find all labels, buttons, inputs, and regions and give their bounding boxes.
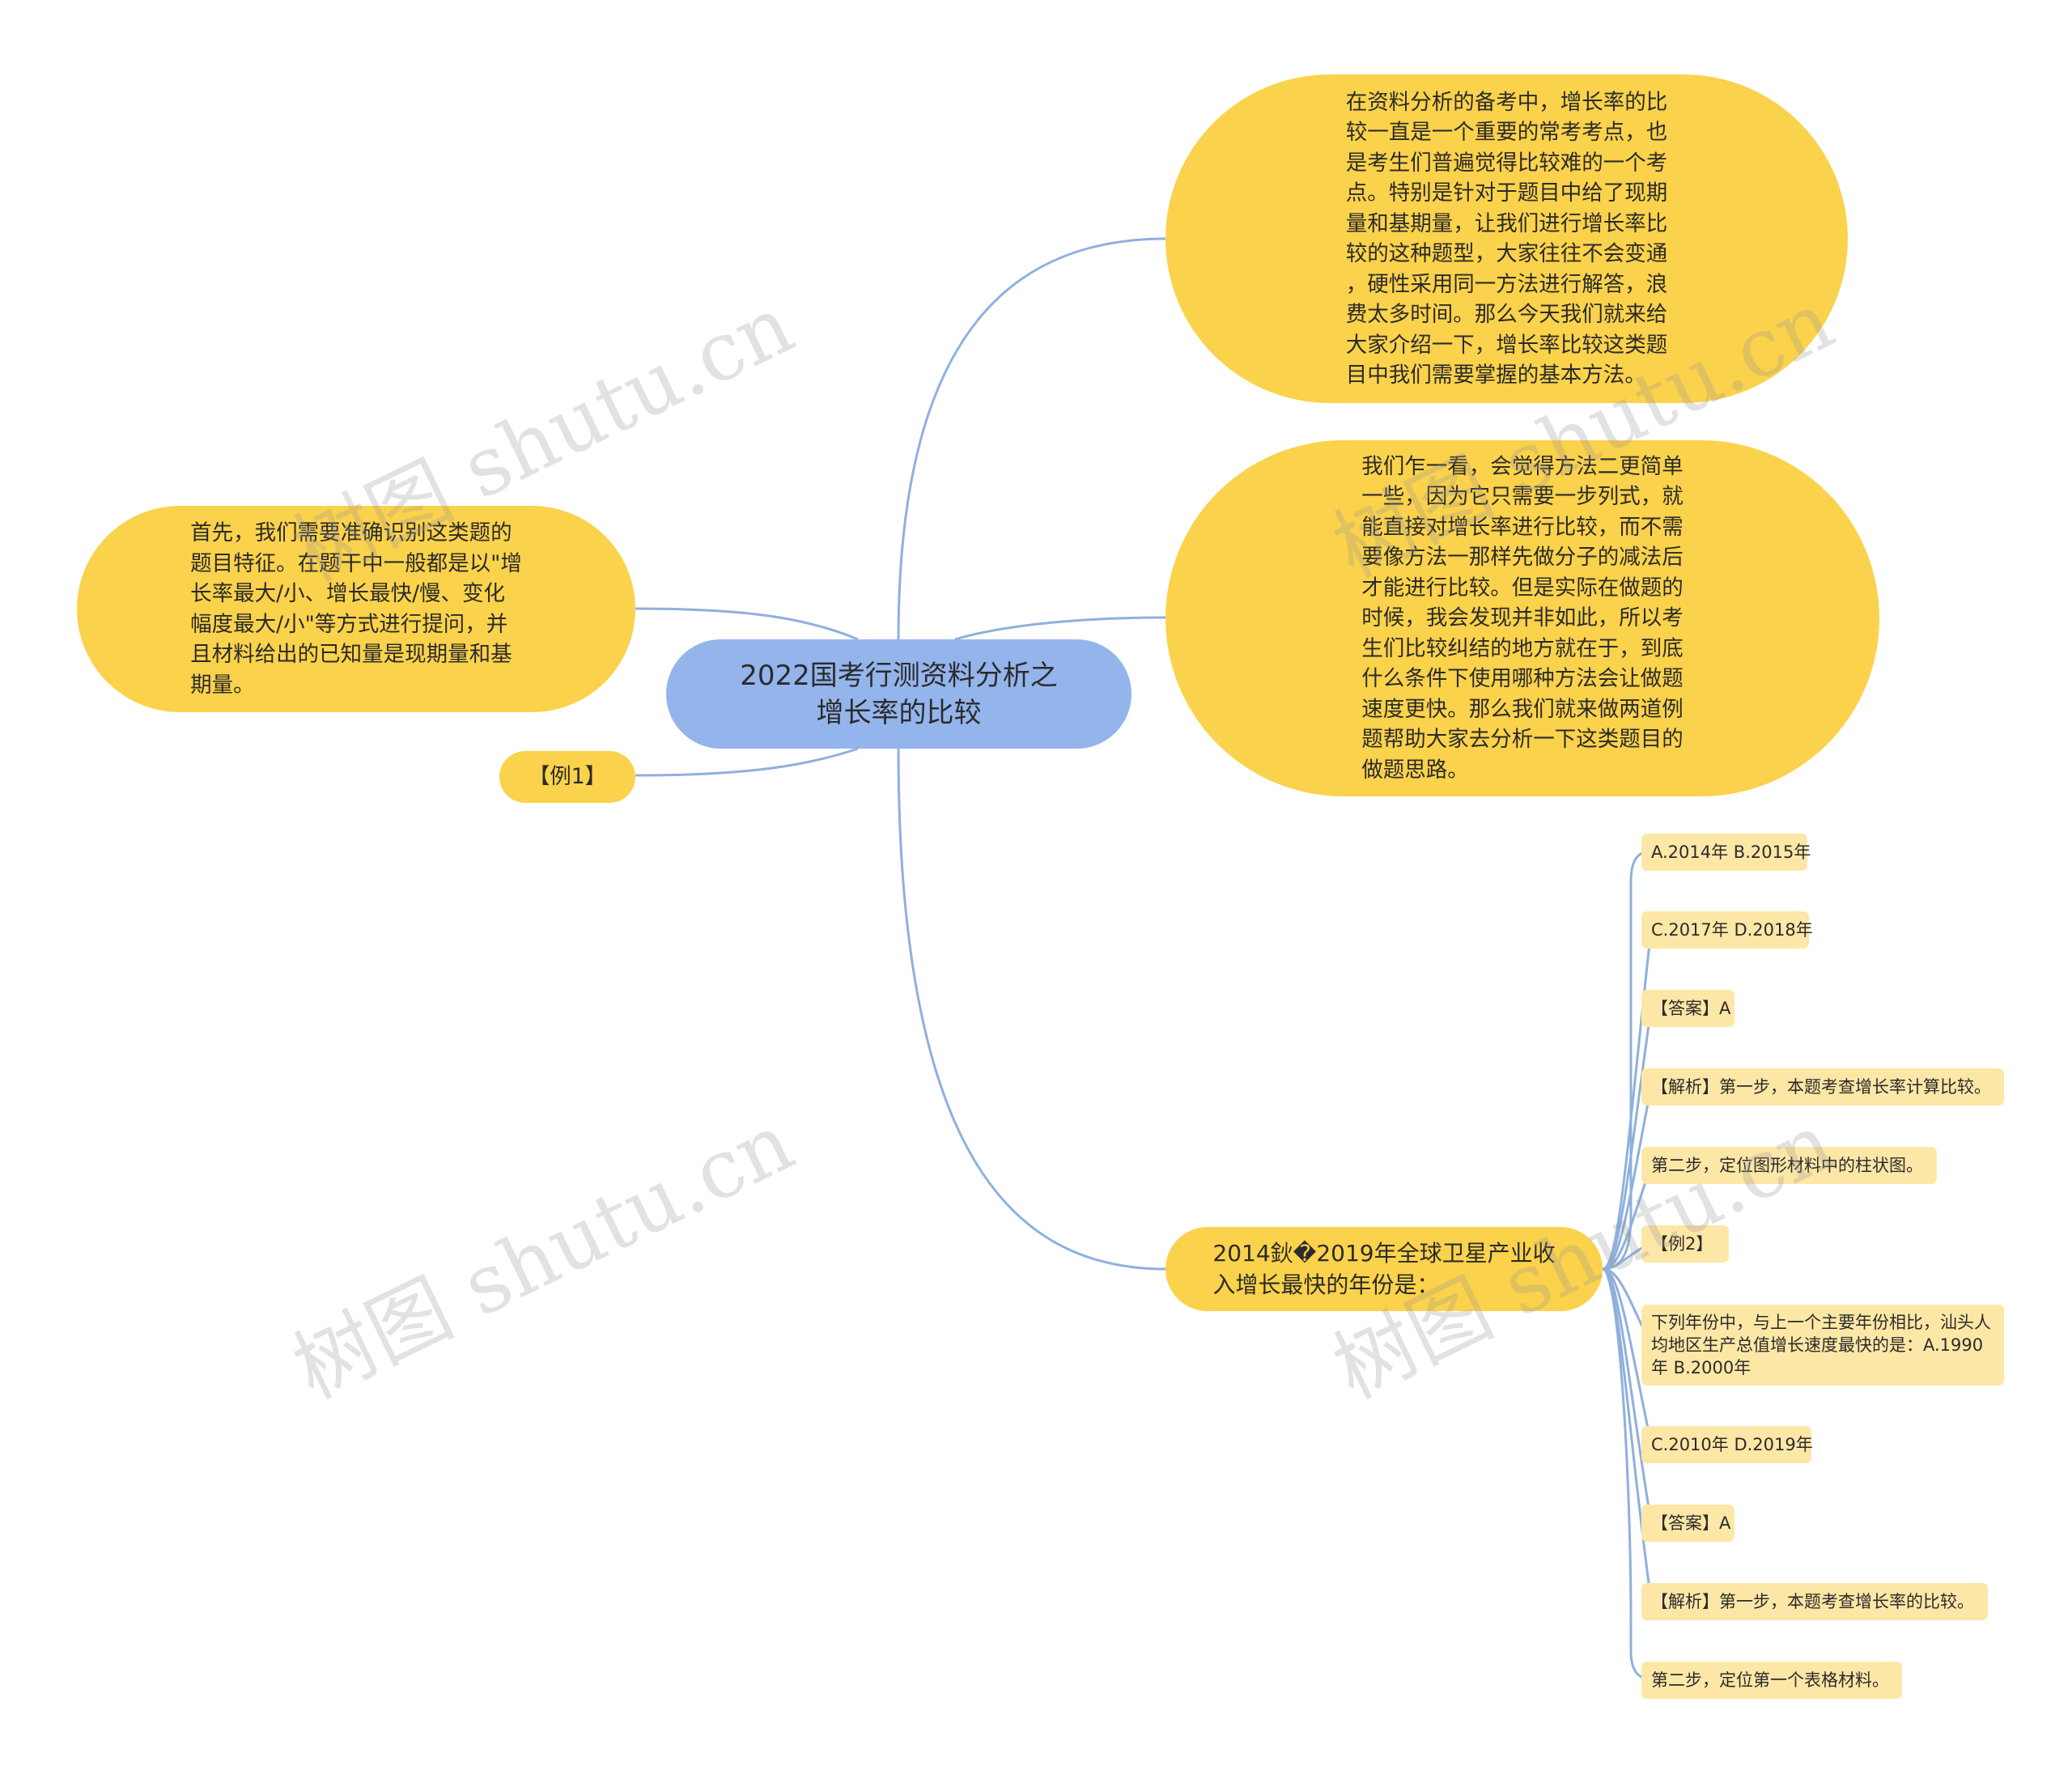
central-topic[interactable]: 2022国考行测资料分析之 增长率的比较 bbox=[666, 639, 1132, 749]
leaf-text: C.2017年 D.2018年 bbox=[1651, 920, 1813, 940]
branch-intro-text: 在资料分析的备考中，增长率的比 较一直是一个重要的常考考点，也 是考生们普遍觉得… bbox=[1345, 89, 1668, 388]
branch-question-features[interactable]: 首先，我们需要准确识别这类题的 题目特征。在题干中一般都是以"增 长率最大/小、… bbox=[77, 506, 635, 712]
leaf-text: 【例2】 bbox=[1651, 1234, 1713, 1254]
branch-example-1-label: 【例1】 bbox=[528, 764, 607, 790]
branch-features-text: 首先，我们需要准确识别这类题的 题目特征。在题干中一般都是以"增 长率最大/小、… bbox=[190, 520, 522, 698]
leaf-text: 【答案】A bbox=[1651, 999, 1731, 1018]
leaf-text: C.2010年 D.2019年 bbox=[1651, 1435, 1813, 1454]
leaf-answer-2[interactable]: 【答案】A bbox=[1641, 1505, 1734, 1542]
leaf-answer-1[interactable]: 【答案】A bbox=[1641, 990, 1734, 1027]
leaf-analysis-step1-1[interactable]: 【解析】第一步，本题考查增长率计算比较。 bbox=[1641, 1068, 2004, 1106]
branch-method-discussion[interactable]: 我们乍一看，会觉得方法二更简单 一些，因为它只需要一步列式，就 能直接对增长率进… bbox=[1166, 440, 1879, 796]
leaf-analysis-step2-1[interactable]: 第二步，定位图形材料中的柱状图。 bbox=[1641, 1147, 1937, 1184]
branch-question-text: 2014鈥�2019年全球卫星产业收 入增长最快的年份是： bbox=[1212, 1240, 1556, 1298]
leaf-analysis-step1-2[interactable]: 【解析】第一步，本题考查增长率的比较。 bbox=[1641, 1583, 1988, 1620]
leaf-text: 【答案】A bbox=[1651, 1513, 1731, 1533]
leaf-text: 【解析】第一步，本题考查增长率计算比较。 bbox=[1651, 1077, 1991, 1097]
central-topic-label: 2022国考行测资料分析之 增长率的比较 bbox=[740, 659, 1058, 729]
branch-method-text: 我们乍一看，会觉得方法二更简单 一些，因为它只需要一步列式，就 能直接对增长率进… bbox=[1361, 453, 1684, 783]
branch-intro[interactable]: 在资料分析的备考中，增长率的比 较一直是一个重要的常考考点，也 是考生们普遍觉得… bbox=[1166, 74, 1848, 403]
leaf-text: A.2014年 B.2015年 bbox=[1651, 843, 1811, 862]
branch-example-1[interactable]: 【例1】 bbox=[499, 751, 635, 803]
leaf-analysis-step2-2[interactable]: 第二步，定位第一个表格材料。 bbox=[1641, 1662, 1902, 1699]
leaf-text: 第二步，定位第一个表格材料。 bbox=[1651, 1670, 1889, 1690]
leaf-option-cd-1[interactable]: C.2017年 D.2018年 bbox=[1641, 911, 1813, 949]
leaf-text: 下列年份中，与上一个主要年份相比，汕头人 均地区生产总值增长速度最快的是：A.1… bbox=[1651, 1313, 1991, 1377]
leaf-text: 第二步，定位图形材料中的柱状图。 bbox=[1651, 1156, 1923, 1175]
leaf-option-cd-2[interactable]: C.2010年 D.2019年 bbox=[1641, 1426, 1813, 1463]
leaf-text: 【解析】第一步，本题考查增长率的比较。 bbox=[1651, 1592, 1974, 1611]
leaf-option-ab-1[interactable]: A.2014年 B.2015年 bbox=[1641, 834, 1811, 871]
leaf-example-2[interactable]: 【例2】 bbox=[1641, 1225, 1729, 1263]
branch-question[interactable]: 2014鈥�2019年全球卫星产业收 入增长最快的年份是： bbox=[1166, 1227, 1603, 1311]
leaf-question-2[interactable]: 下列年份中，与上一个主要年份相比，汕头人 均地区生产总值增长速度最快的是：A.1… bbox=[1641, 1305, 2004, 1386]
